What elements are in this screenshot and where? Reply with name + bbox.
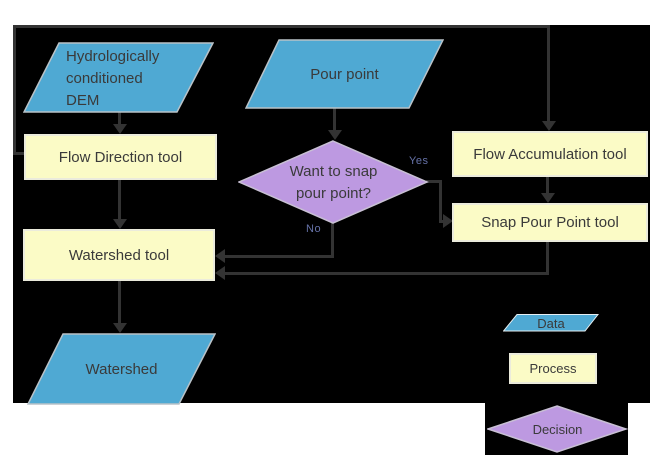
connector-flowdir-to-flowaccum-stub — [13, 152, 26, 155]
connector-no-v — [331, 222, 334, 258]
dem-label-line1: Hydrologically — [66, 48, 160, 65]
connector-pourpoint-to-decision — [333, 108, 336, 131]
connector-flowdir-to-watershedtool — [118, 180, 121, 220]
connector-flowdir-to-flowaccum-top — [13, 25, 550, 28]
arrowhead-into-flow-accumulation — [542, 121, 556, 131]
connector-flowdir-to-flowaccum-left — [13, 25, 16, 155]
connector-dem-to-flowdir — [118, 112, 121, 125]
arrowhead-snappour-into-watershed-tool — [215, 266, 225, 280]
watershed-tool-node: Watershed tool — [23, 229, 215, 281]
arrowhead-no-into-watershed-tool — [215, 249, 225, 263]
decision-diamond — [238, 140, 429, 224]
dem-label: Hydrologically conditioned DEM — [66, 46, 159, 112]
edge-label-no: No — [306, 223, 322, 235]
snap-pour-point-tool-node: Snap Pour Point tool — [452, 203, 648, 242]
pour-point-parallelogram — [245, 39, 444, 109]
connector-watershedtool-to-watershed — [118, 281, 121, 324]
flow-accumulation-tool-node: Flow Accumulation tool — [452, 131, 648, 177]
flow-direction-tool-node: Flow Direction tool — [24, 134, 217, 180]
watershed-parallelogram — [27, 333, 216, 405]
dem-parallelogram — [23, 42, 214, 113]
dem-label-line2: conditioned — [66, 70, 143, 87]
arrowhead-into-decision — [328, 130, 342, 140]
arrowhead-yes-into-snap-pour-point — [443, 214, 453, 228]
arrowhead-into-flow-direction — [113, 124, 127, 134]
connector-snappour-v — [546, 242, 549, 275]
connector-flowdir-to-flowaccum-right — [547, 25, 550, 122]
dem-label-line3: DEM — [66, 92, 100, 109]
connector-no-h — [224, 255, 334, 258]
connector-snappour-h — [224, 272, 549, 275]
arrowhead-into-watershed — [113, 323, 127, 333]
connector-yes-h2 — [439, 220, 445, 223]
arrowhead-into-watershed-tool-top — [113, 219, 127, 229]
legend-decision-diamond — [487, 405, 628, 453]
connector-yes-v — [439, 180, 442, 223]
legend-data-parallelogram — [503, 314, 599, 332]
edge-label-yes: Yes — [409, 155, 429, 167]
legend-process-node: Process — [509, 353, 597, 384]
connector-flowaccum-to-snappour — [546, 177, 549, 194]
connector-yes-h1 — [426, 180, 442, 183]
arrowhead-into-snap-pour-point — [541, 193, 555, 203]
